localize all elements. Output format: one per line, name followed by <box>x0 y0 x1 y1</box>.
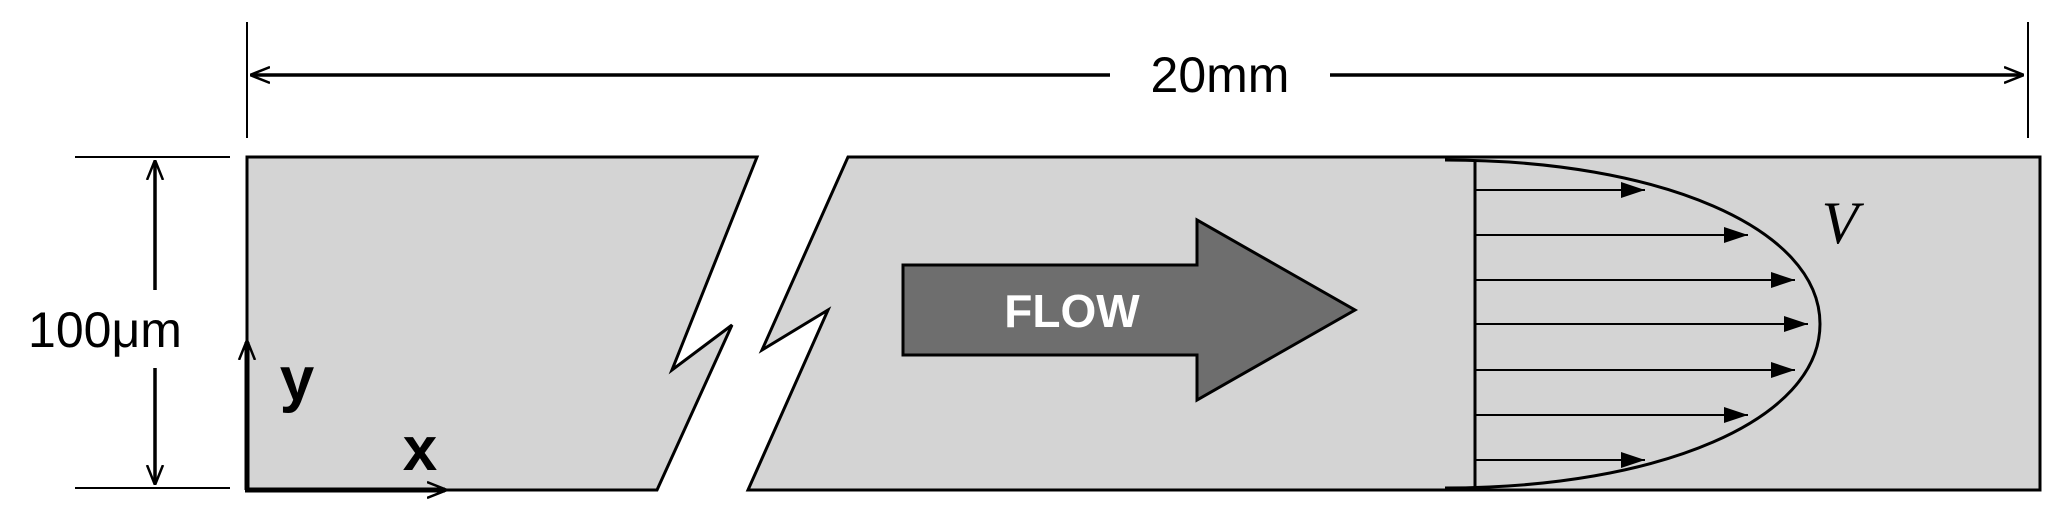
height-dimension: 100μm <box>28 156 230 489</box>
y-axis-label: y <box>280 345 315 414</box>
profile-curve <box>1444 158 1822 490</box>
flow-arrow-shape <box>901 217 1359 403</box>
x-axis-label: x <box>403 415 438 484</box>
flow-label: FLOW <box>1004 285 1140 337</box>
velocity-profile: V <box>1444 158 1865 490</box>
flow-arrow: FLOW <box>901 217 1359 403</box>
velocity-label: V <box>1822 190 1865 256</box>
length-dimension: 20mm <box>246 22 2029 138</box>
channel-left-segment <box>245 155 760 492</box>
length-label: 20mm <box>1151 47 1290 103</box>
height-label: 100μm <box>28 302 182 358</box>
coordinate-axes: y x <box>245 342 445 490</box>
channel-right-segment <box>745 155 2042 492</box>
